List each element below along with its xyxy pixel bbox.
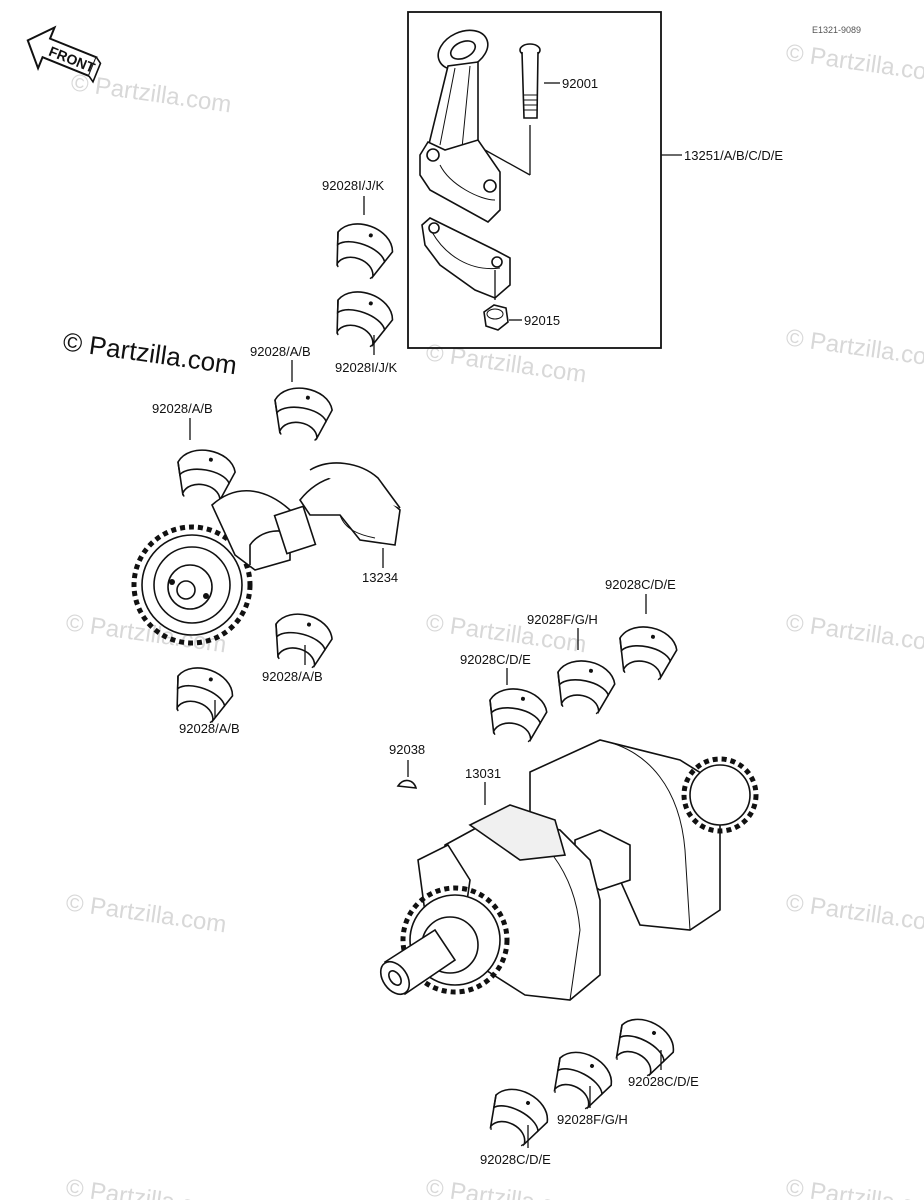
watermark-text: © Partzilla.com xyxy=(424,1174,588,1200)
watermark-text: © Partzilla.com xyxy=(784,889,924,938)
bearing-shell-ab-4 xyxy=(165,659,239,728)
label-bearing-ab-1: 92028/A/B xyxy=(250,344,311,359)
label-bearing-cde-2: 92028C/D/E xyxy=(460,652,531,667)
bearing-shell-cde-1 xyxy=(612,621,681,684)
label-bearing-fgh-1: 92028F/G/H xyxy=(527,612,598,627)
watermark-text: © Partzilla.com xyxy=(64,889,228,938)
watermark-text: © Partzilla.com xyxy=(784,324,924,373)
label-conrod-assembly: 13251/A/B/C/D/E xyxy=(684,148,783,163)
bearing-shell-ijk-lower xyxy=(325,283,399,352)
conrod-assembly-box xyxy=(407,11,682,349)
bearing-shell-cde-2 xyxy=(482,683,551,746)
label-bearing-ab-3: 92028/A/B xyxy=(262,669,323,684)
document-code: E1321-9089 xyxy=(812,25,861,35)
label-crankshaft: 13031 xyxy=(465,766,501,781)
label-bearing-ijk-lower: 92028I/J/K xyxy=(335,360,397,375)
watermark-text: © Partzilla.com xyxy=(64,1174,228,1200)
front-arrow-icon: FRONT xyxy=(26,25,102,84)
bearing-shell-cde-4 xyxy=(479,1079,556,1153)
label-balancer-shaft: 13234 xyxy=(362,570,398,585)
label-bearing-cde-1: 92028C/D/E xyxy=(605,577,676,592)
bearing-shell-ijk-upper xyxy=(325,215,399,284)
label-woodruff-key: 92038 xyxy=(389,742,425,757)
woodruff-key xyxy=(396,760,418,789)
conrod-nut xyxy=(483,270,522,331)
conrod-bolt xyxy=(484,43,560,176)
balancer-shaft xyxy=(131,462,401,646)
watermark-text: © Partzilla.com xyxy=(424,339,588,388)
connecting-rod xyxy=(419,29,511,299)
label-bearing-cde-4: 92028C/D/E xyxy=(480,1152,551,1167)
label-bearing-fgh-2: 92028F/G/H xyxy=(557,1112,628,1127)
bearing-shell-fgh-2 xyxy=(543,1042,620,1116)
partzilla-watermark: © Partzilla.com xyxy=(61,326,239,380)
label-bearing-ab-2: 92028/A/B xyxy=(152,401,213,416)
label-conrod-nut: 92015 xyxy=(524,313,560,328)
bearing-shell-ab-3 xyxy=(266,607,338,672)
crankshaft xyxy=(379,739,759,1001)
watermark-text: © Partzilla.com xyxy=(784,1174,924,1200)
label-bearing-cde-3: 92028C/D/E xyxy=(628,1074,699,1089)
watermark-text: © Partzilla.com xyxy=(784,609,924,658)
bearing-shell-ab-1 xyxy=(268,382,336,444)
bearing-shell-cde-3 xyxy=(605,1009,682,1083)
watermark-text: © Partzilla.com xyxy=(784,39,924,88)
label-bearing-ijk-upper: 92028I/J/K xyxy=(322,178,384,193)
label-bearing-ab-4: 92028/A/B xyxy=(179,721,240,736)
bearing-shell-fgh-1 xyxy=(550,655,619,718)
label-conrod-bolt: 92001 xyxy=(562,76,598,91)
